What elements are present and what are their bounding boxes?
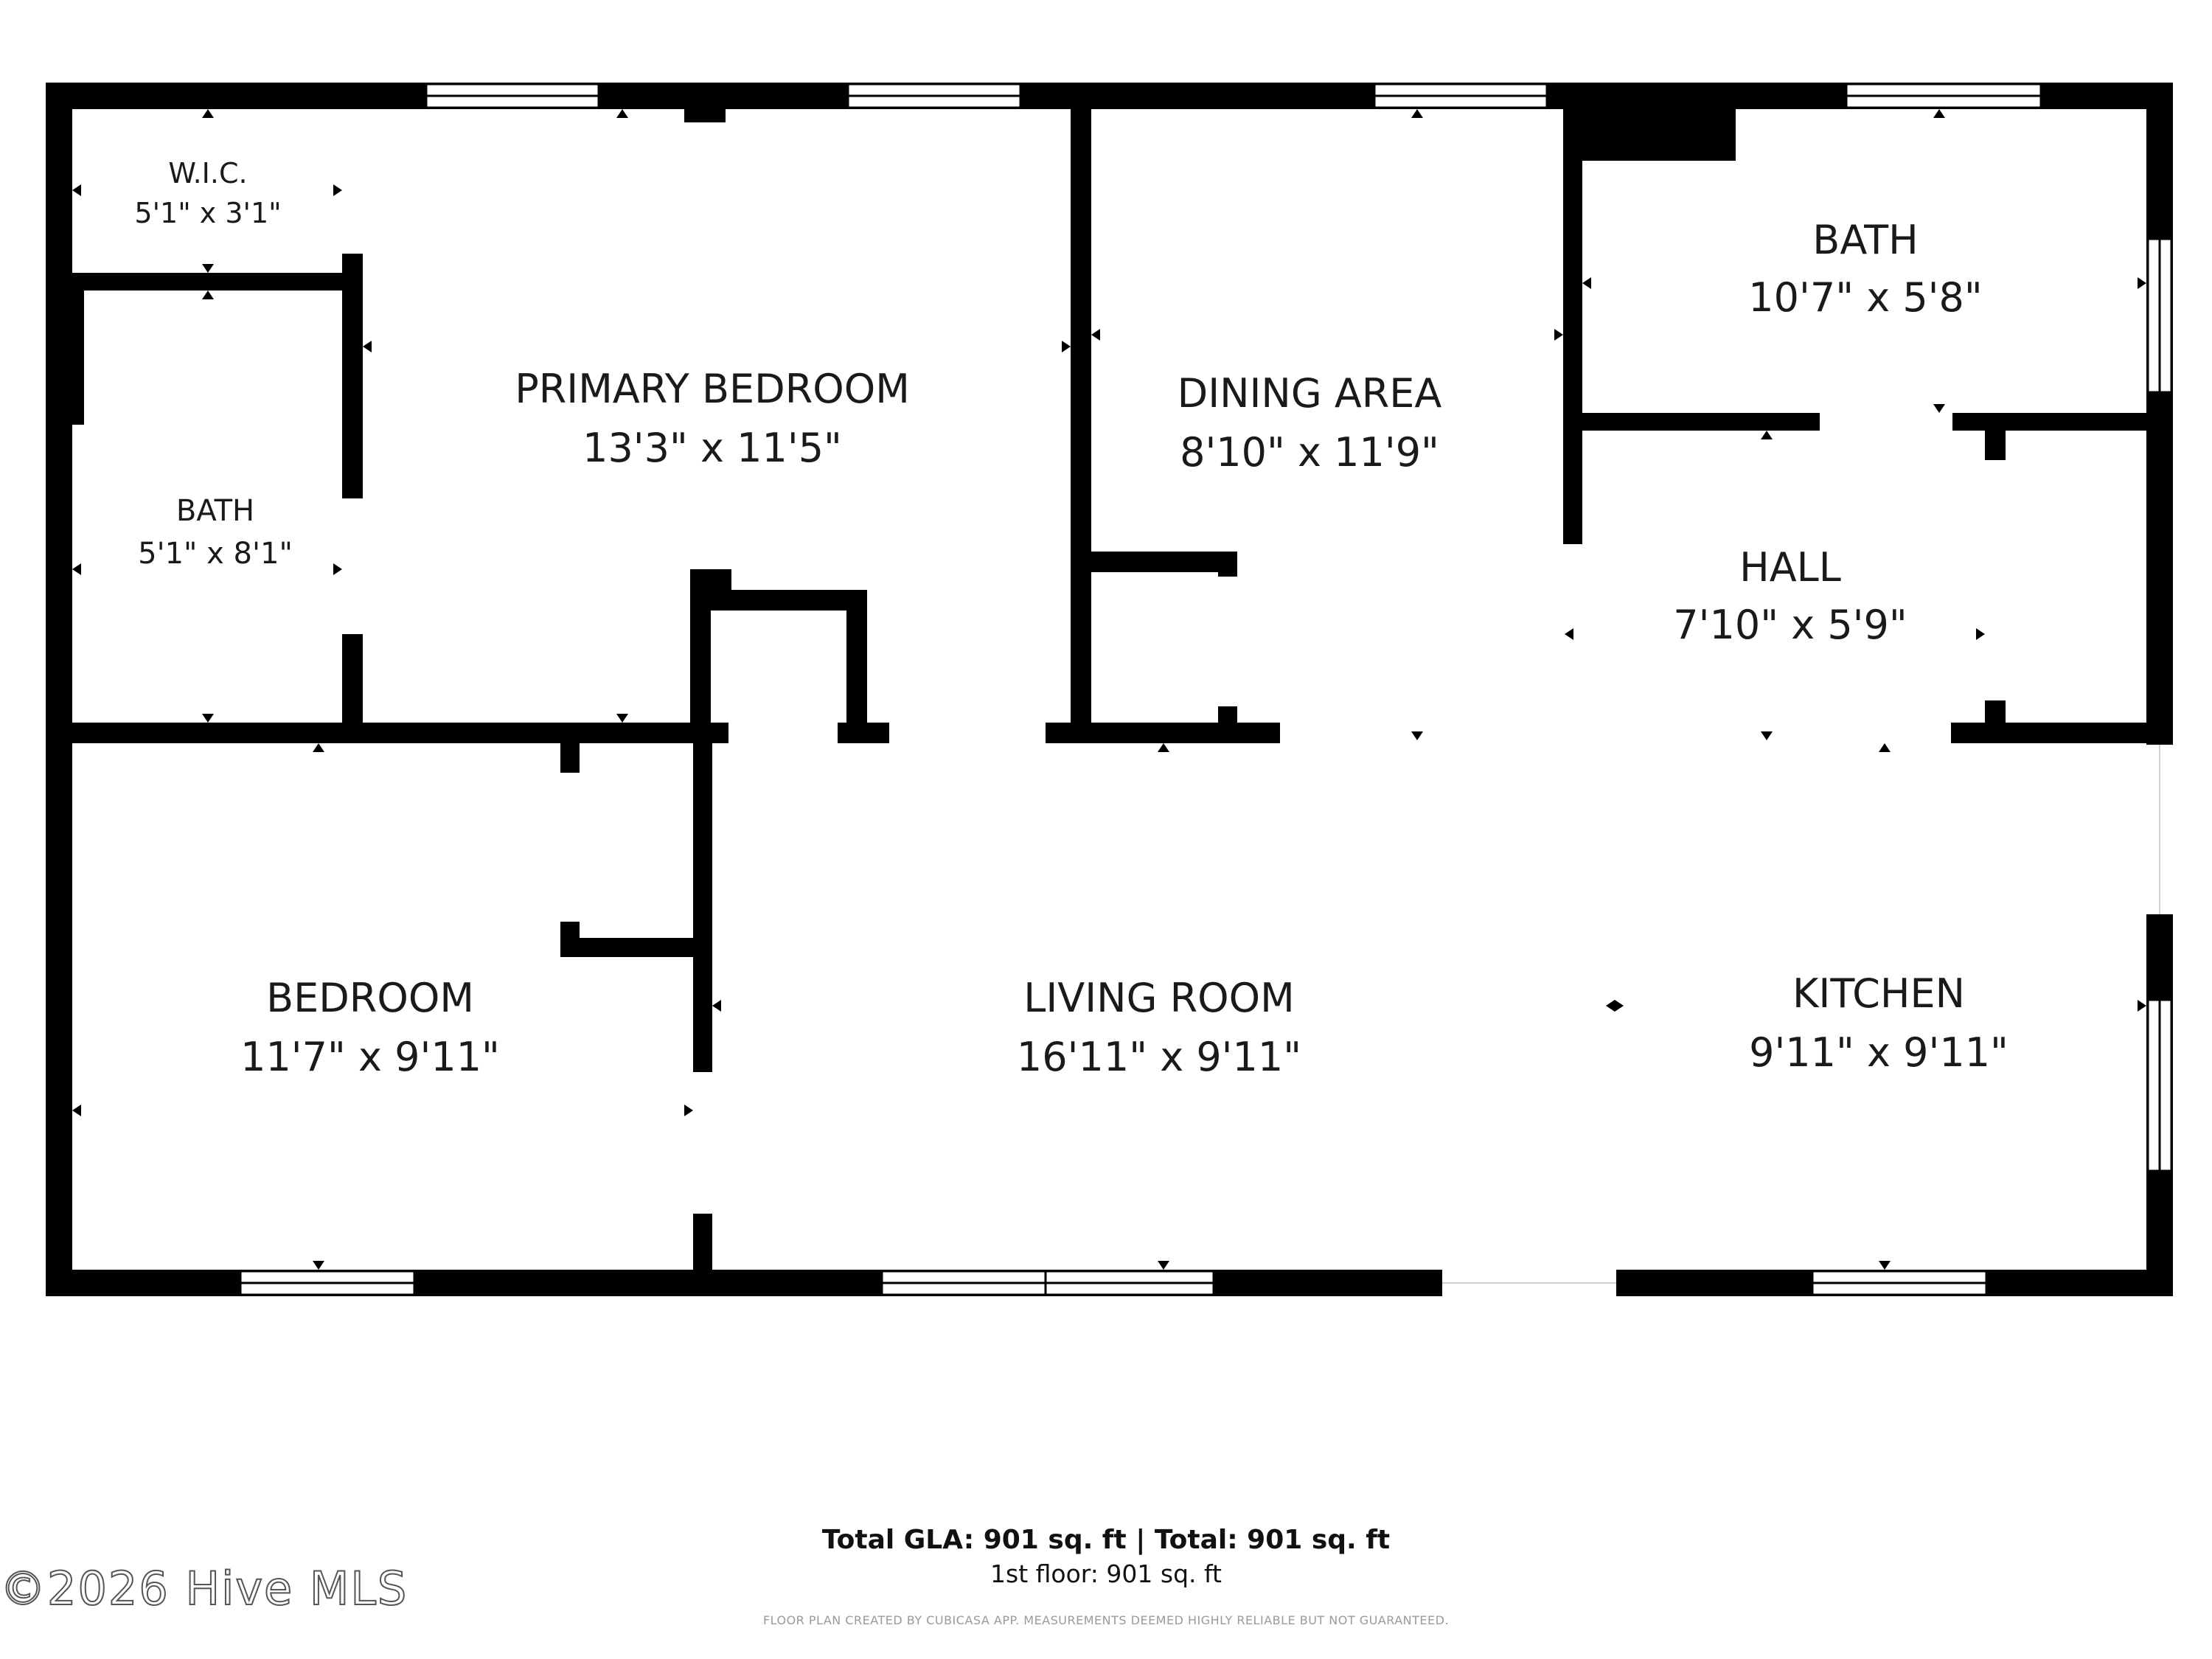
room-dims-primary-bedroom: 13'3" x 11'5" [582,425,842,471]
wall-right-bottom [2146,1171,2173,1296]
wall-hall-top-right [1952,413,2146,431]
room-name-living-room: LIVING ROOM [1023,975,1294,1021]
wall-wic-bottom [72,273,347,291]
wall-bed-living-lower [693,1214,712,1273]
openings [1442,392,2173,1296]
wall-bed-closet-left-top [560,743,580,773]
wall-bath-right-upper [342,254,363,498]
wall-bath-left-stub [72,291,84,425]
wall-top-stub [684,109,726,122]
room-name-wic: W.I.C. [168,157,247,189]
wall-bath-corner-block [1563,109,1736,161]
floor-area-summary: 1st floor: 901 sq. ft [990,1559,1222,1588]
wall-closet-top-cap [690,569,731,591]
room-dims-bedroom: 11'7" x 9'11" [240,1034,500,1080]
wall-left [46,83,72,1296]
room-dims-dining-area: 8'10" x 11'9" [1180,429,1439,476]
room-name-dining-area: DINING AREA [1178,370,1442,417]
room-dims-wic: 5'1" x 3'1" [134,197,281,229]
wall-mid-left [72,723,728,743]
disclaimer-text: FLOOR PLAN CREATED BY CUBICASA APP. MEAS… [762,1613,1450,1627]
room-name-kitchen: KITCHEN [1792,970,1965,1017]
wall-hall-closet-top [1985,431,2006,460]
wall-bath-right-lower [342,634,363,730]
wall-primary-dining [1071,109,1091,736]
dimension-markers [72,109,2146,1270]
room-labels: W.I.C. 5'1" x 3'1" BATH 5'1" x 8'1" PRIM… [134,157,2008,1080]
windows [239,83,2173,1296]
room-dims-living-room: 16'11" x 9'11" [1017,1034,1301,1080]
wall-right-upper [2146,392,2173,745]
wall-top [46,83,2173,109]
room-dims-hall: 7'10" x 5'9" [1673,602,1907,648]
room-dims-bath-left: 5'1" x 8'1" [138,537,293,571]
room-name-bedroom: BEDROOM [266,975,474,1021]
room-dims-bath-right: 10'7" x 5'8" [1748,274,1982,321]
room-name-primary-bedroom: PRIMARY BEDROOM [515,366,910,412]
wall-closet-right [846,590,867,730]
copyright-watermark: ©2026 Hive MLS [0,1561,408,1616]
wall-bed-closet-bottom [560,938,702,957]
wall-bed-living-upper [693,743,712,1072]
room-dims-kitchen: 9'11" x 9'11" [1749,1029,2008,1076]
wall-dining-closet-right-top [1218,552,1237,577]
total-area-summary: Total GLA: 901 sq. ft | Total: 901 sq. f… [821,1525,1391,1555]
wall-closet-left [690,590,711,730]
interior-walls [72,109,2146,1273]
wall-dining-closet-right-bottom [1218,706,1237,736]
room-name-hall: HALL [1739,544,1841,591]
wall-right-lower [2146,914,2173,1000]
wall-hall-top-left [1582,413,1820,431]
wall-dining-closet-top [1091,552,1236,572]
exterior-walls [46,83,2173,1296]
room-name-bath-left: BATH [176,494,254,528]
wall-closet-top [690,590,867,611]
room-name-bath-right: BATH [1812,217,1918,263]
wall-dining-bath [1563,109,1582,544]
wall-hall-bottom [1951,723,2146,743]
